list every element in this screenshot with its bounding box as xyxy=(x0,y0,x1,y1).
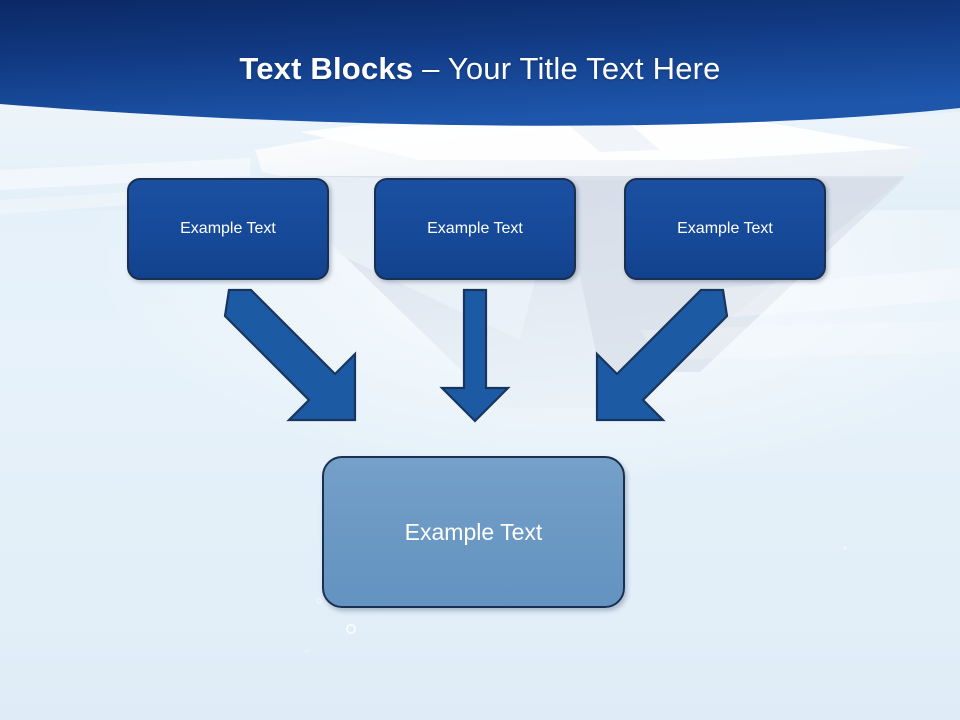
top-text-block-2-label: Example Text xyxy=(427,220,523,237)
top-text-block-2[interactable]: Example Text xyxy=(374,178,576,280)
page-title-separator: – xyxy=(413,51,448,86)
header-band: Text Blocks – Your Title Text Here xyxy=(0,0,960,140)
page-title-rest: Your Title Text Here xyxy=(447,51,721,86)
page-title: Text Blocks – Your Title Text Here xyxy=(0,50,960,88)
bottom-text-block-label: Example Text xyxy=(404,519,543,545)
top-text-block-1-label: Example Text xyxy=(180,220,276,237)
top-text-block-3-label: Example Text xyxy=(677,220,773,237)
top-text-block-1[interactable]: Example Text xyxy=(127,178,329,280)
bottom-text-block[interactable]: Example Text xyxy=(322,456,625,608)
top-text-block-3[interactable]: Example Text xyxy=(624,178,826,280)
page-title-bold: Text Blocks xyxy=(239,51,414,86)
